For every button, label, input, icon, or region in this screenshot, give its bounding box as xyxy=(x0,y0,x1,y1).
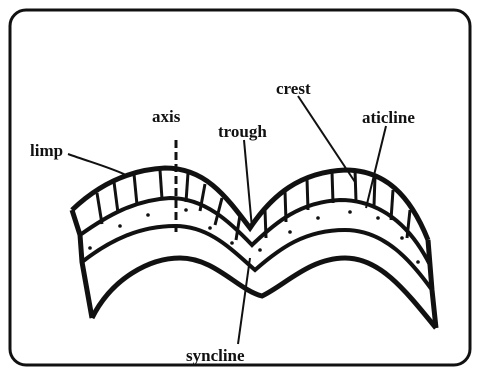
label-crest: crest xyxy=(276,79,311,98)
bottom-layer-lower-edge xyxy=(92,258,436,328)
label-aticline: aticline xyxy=(362,108,415,127)
label-trough: trough xyxy=(218,122,267,141)
right-side-edge xyxy=(428,240,436,328)
left-side-edge xyxy=(72,210,92,318)
label-limp: limp xyxy=(30,141,63,160)
middle-layer-lower-edge xyxy=(82,226,432,290)
label-axis: axis xyxy=(152,107,181,126)
frame-border xyxy=(10,10,470,365)
label-syncline: syncline xyxy=(186,346,245,365)
